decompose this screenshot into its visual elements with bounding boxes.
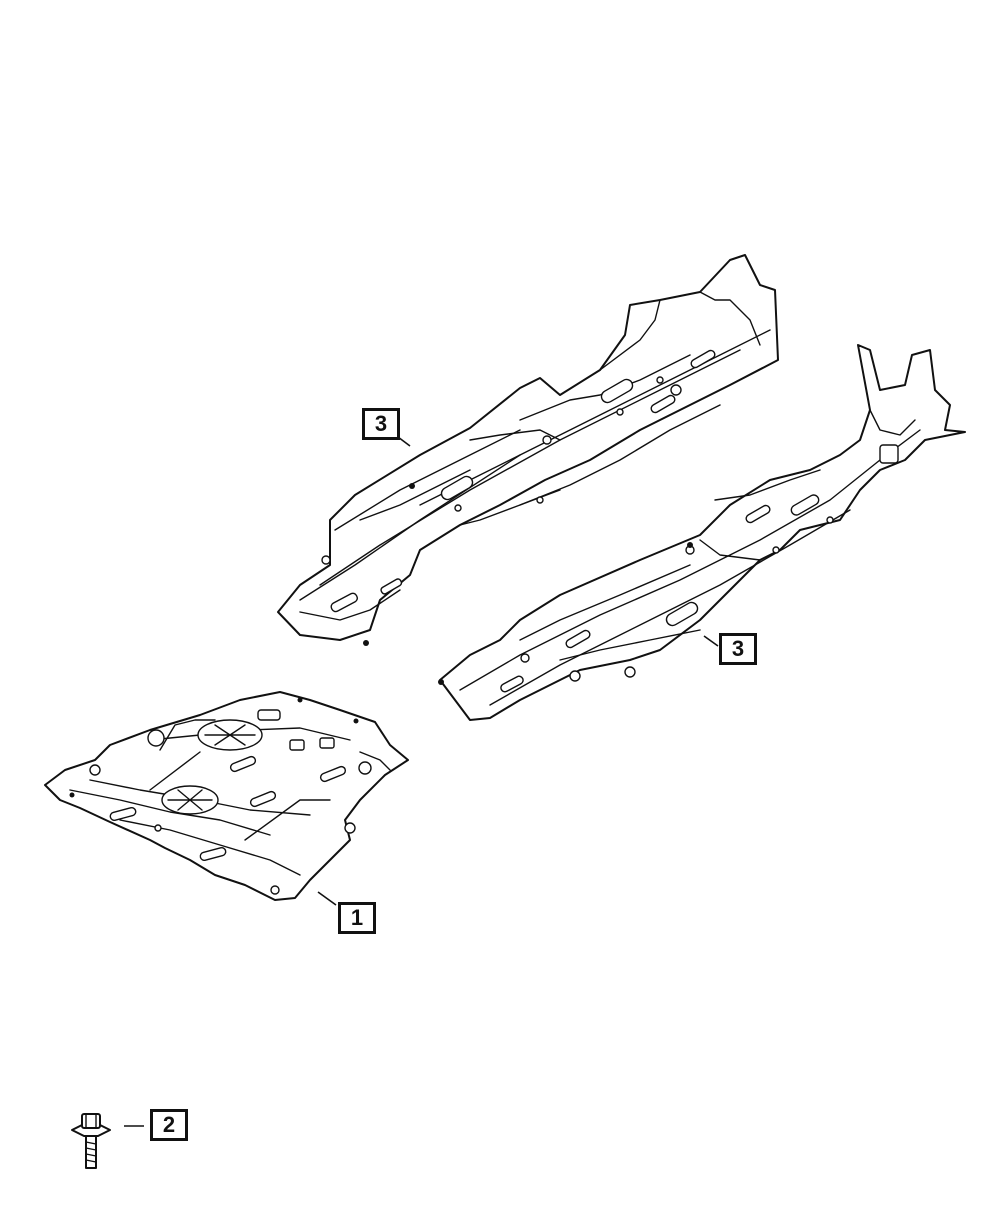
- callout-item-3-upper: 3: [362, 408, 400, 440]
- bolt-fastener: [71, 1113, 111, 1169]
- leader-line-3-upper: [397, 436, 411, 447]
- callout-label: 3: [731, 636, 745, 661]
- leader-line-3-lower: [703, 635, 719, 647]
- belly-pan-upper: [277, 254, 779, 646]
- leader-line-1: [317, 891, 337, 906]
- skid-plate-front: [44, 691, 409, 901]
- callout-label: 2: [162, 1112, 176, 1137]
- callout-item-3-lower: 3: [719, 633, 757, 665]
- belly-pan-lower: [438, 344, 966, 721]
- callout-item-1: 1: [338, 902, 376, 934]
- callout-item-2: 2: [150, 1109, 188, 1141]
- callout-label: 3: [374, 411, 388, 436]
- callout-label: 1: [350, 905, 364, 930]
